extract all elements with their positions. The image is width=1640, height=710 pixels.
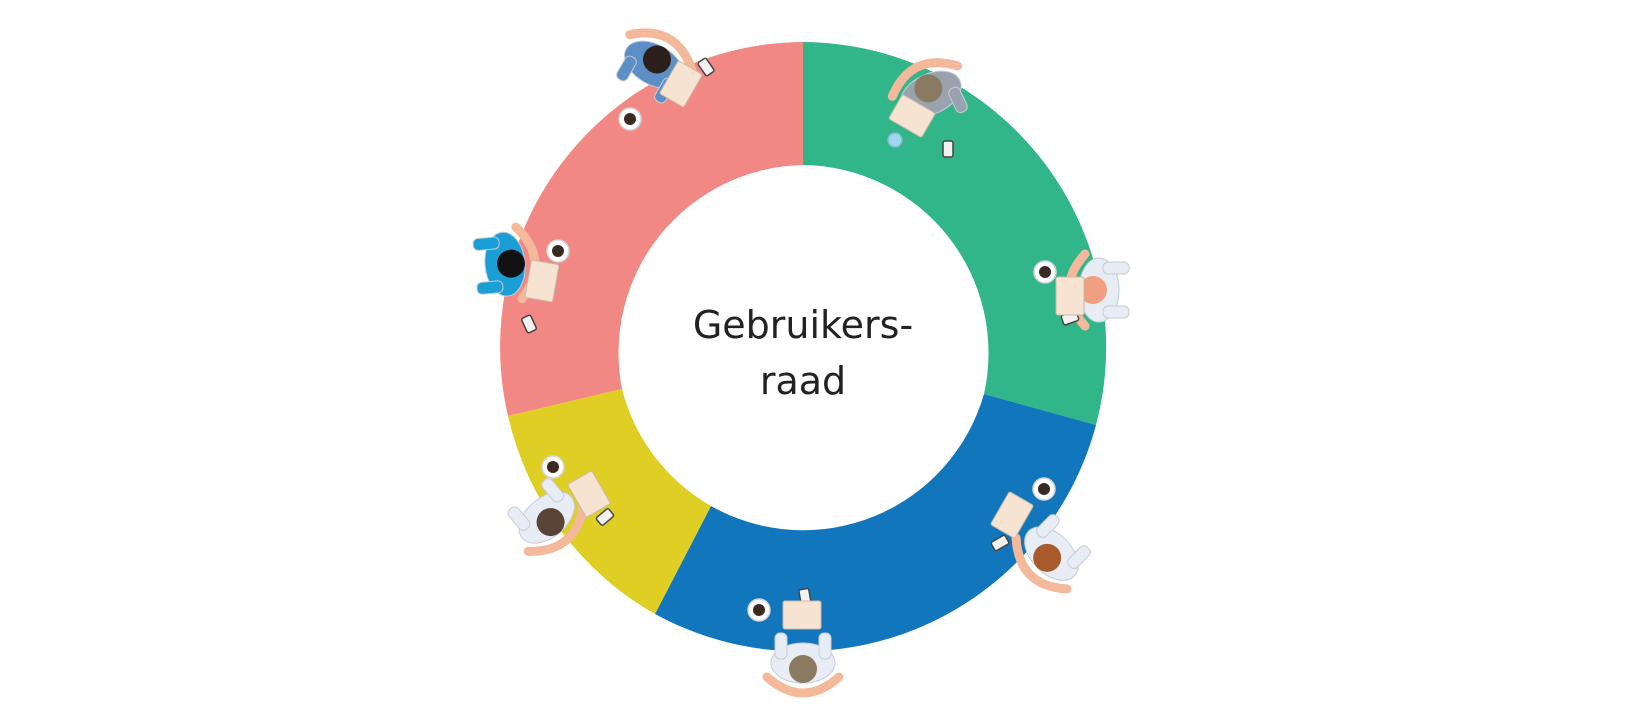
laptop-icon [1055,276,1085,316]
coffee-cup-icon [541,455,565,479]
person-right [1064,249,1130,331]
head-icon [914,74,943,103]
arm-icon [507,506,531,531]
arm-icon [1036,514,1060,538]
coffee-cup-icon [1033,260,1057,284]
head-icon [1079,276,1107,304]
head-icon [643,45,671,74]
coffee-cup-icon [546,239,570,263]
label-fytosanitair: Fytosanitair [667,391,803,498]
center-title-line1: Gebruikers- [693,303,913,347]
phone-icon [942,140,954,158]
chair-icon [1011,533,1072,594]
arm-icon [1102,261,1130,275]
person-bottom [762,632,844,698]
head-icon [1033,543,1062,572]
person-bottom-right [1011,514,1091,594]
chair-icon [887,58,963,101]
arm-icon [818,632,832,660]
arm-icon [541,478,565,503]
table-objects [520,56,1085,630]
coffee-cup-icon [747,598,771,622]
chair-icon [523,500,588,556]
coffee-cup-icon [618,107,642,131]
arm-icon [476,280,504,295]
chair-icon [625,28,697,76]
segment-fytosanitair [803,42,1107,425]
chair-icon [762,672,844,698]
coffee-cup-icon [1032,477,1056,501]
arm-icon [616,55,637,82]
arm-icon [1102,305,1130,319]
arm-icon [1067,545,1091,569]
head-icon [536,508,565,537]
segment-toezichthouders [655,394,1096,652]
arm-icon [948,86,968,114]
head-icon [789,655,817,683]
arm-icon [774,632,788,660]
laptop-icon [782,600,822,630]
segment-veterinair [500,42,803,416]
head-icon [496,249,525,278]
person-bottom-left [507,478,588,556]
glass-icon [887,132,903,148]
arm-icon [472,236,500,251]
laptop-icon [524,259,560,303]
center-title-line2: raad [760,359,846,403]
